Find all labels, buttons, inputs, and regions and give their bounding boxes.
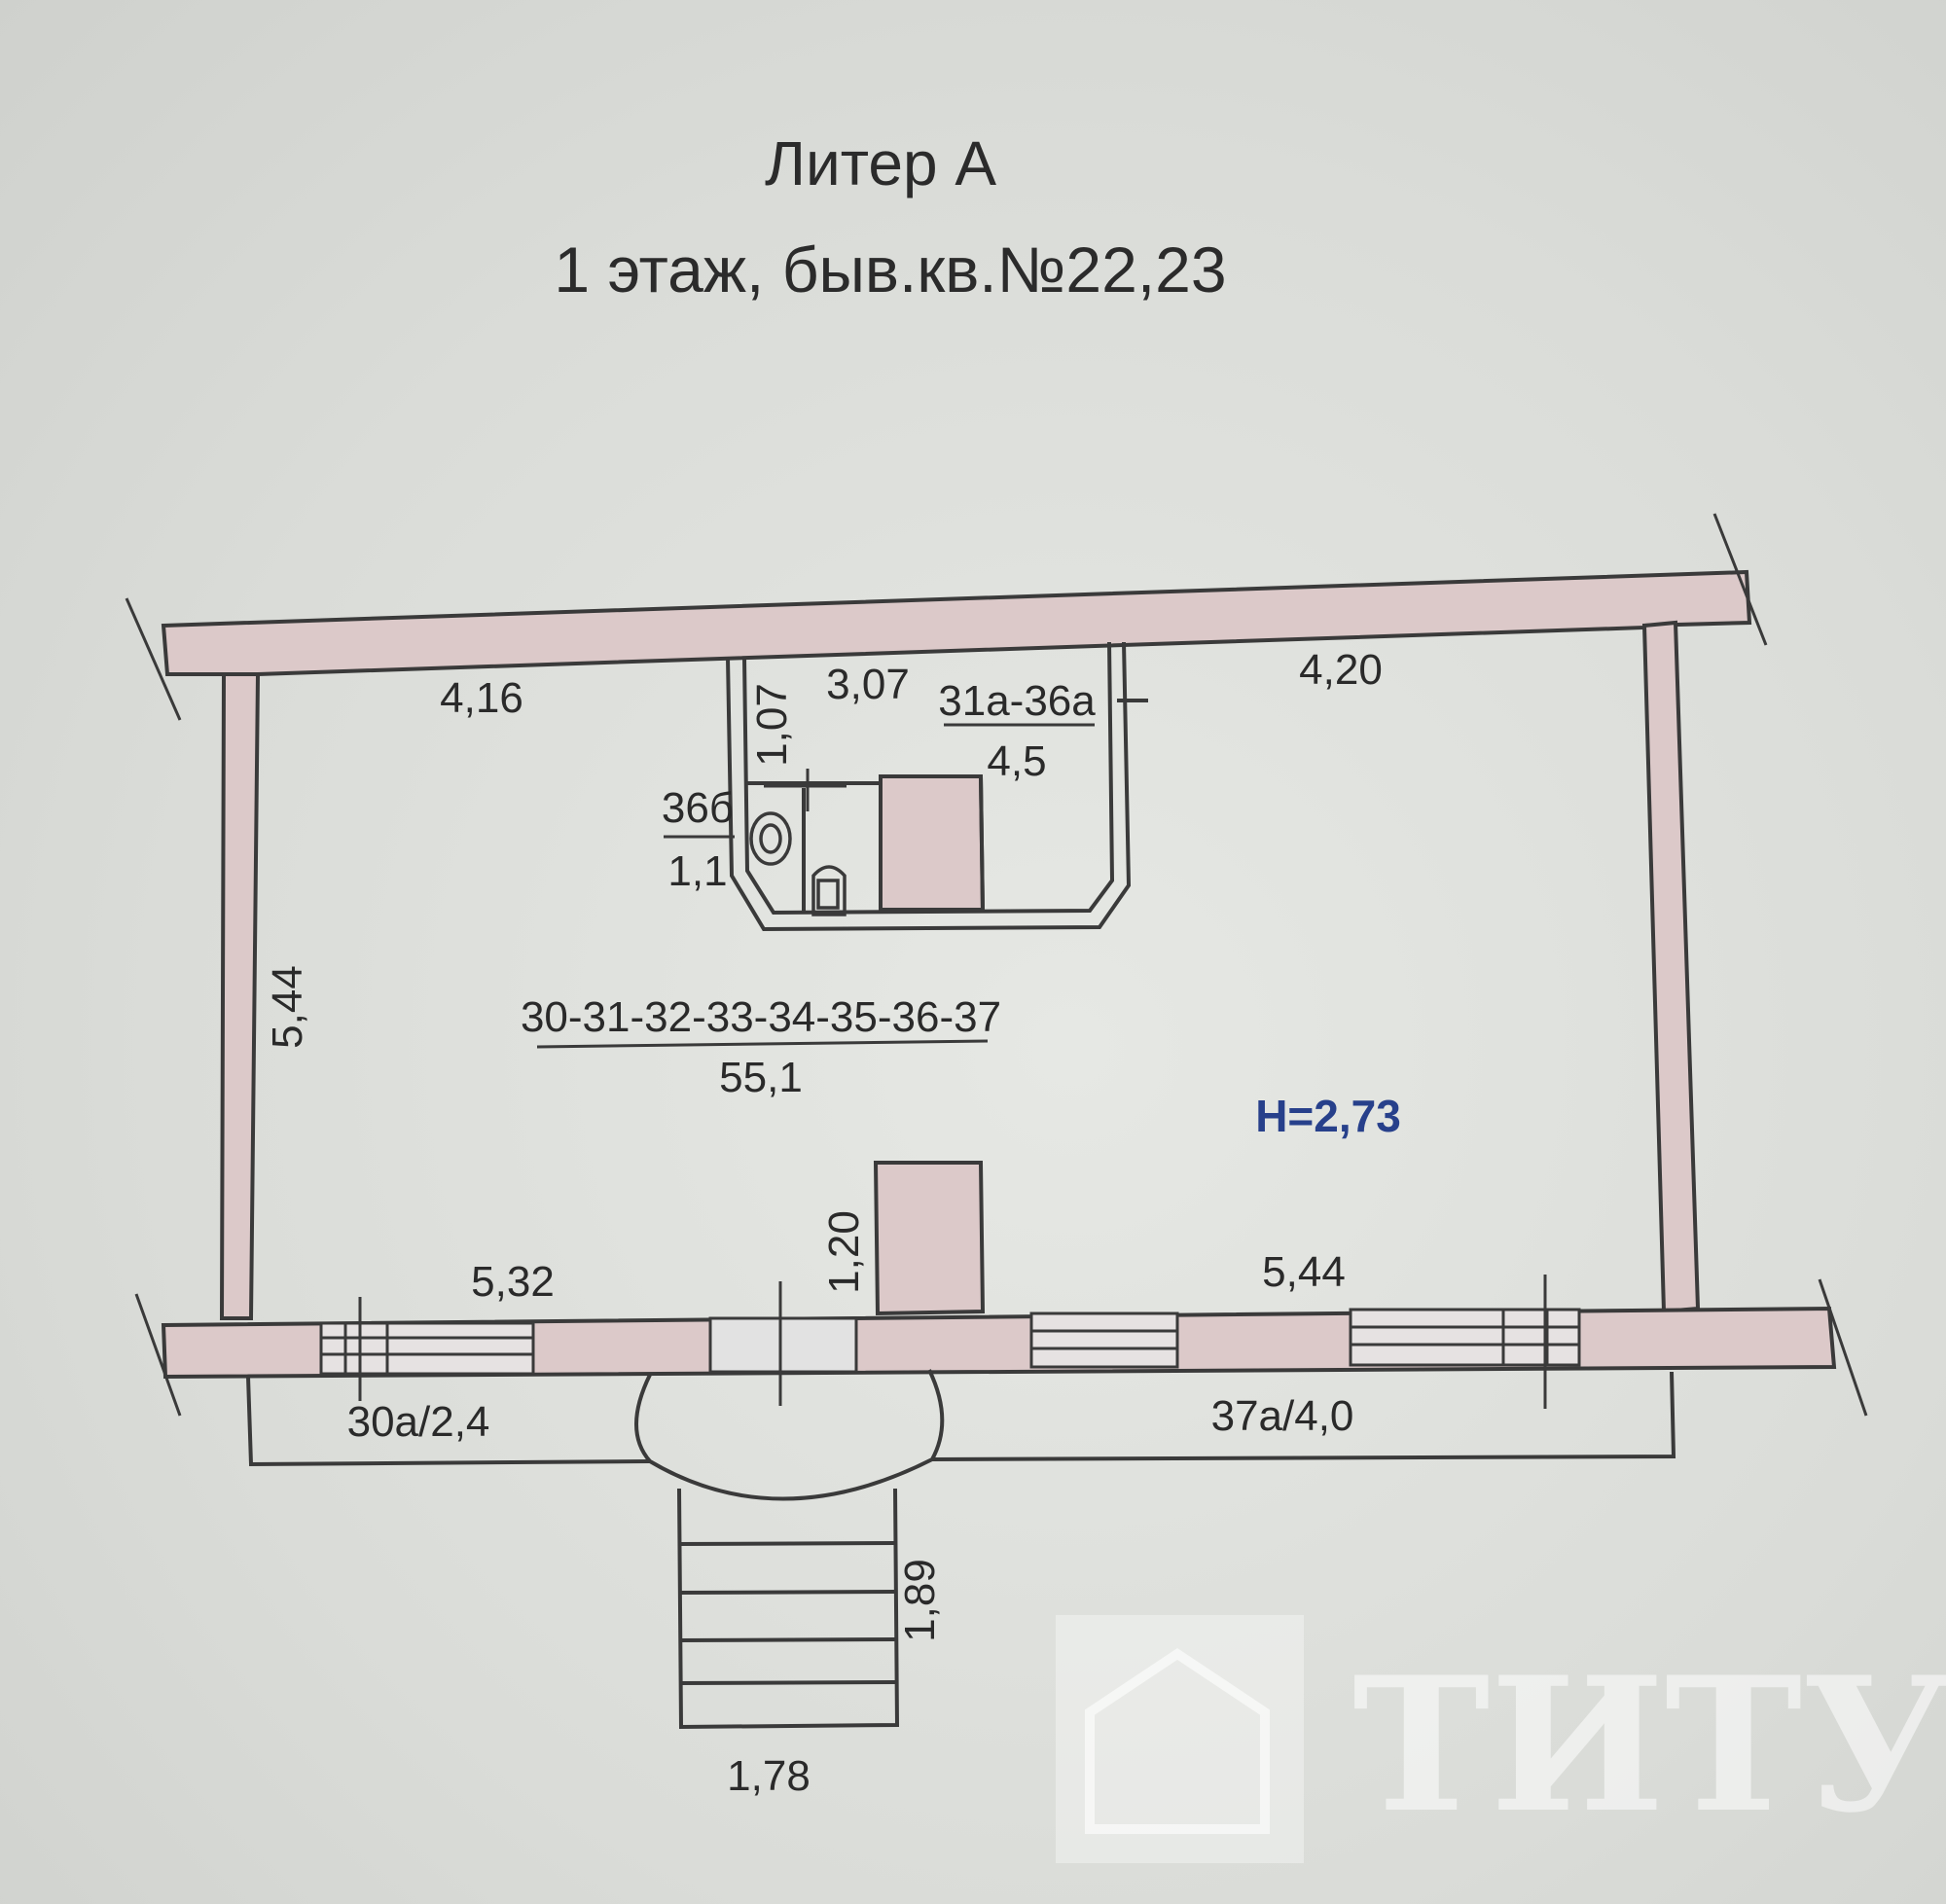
porch-left-outline <box>246 1376 651 1467</box>
bathroom-block <box>879 774 986 912</box>
plan-title: Литер А <box>765 128 996 198</box>
window-left <box>319 1321 535 1376</box>
windows <box>319 1308 1581 1376</box>
toilet-seat <box>816 879 840 910</box>
toilet-fixtures <box>749 811 847 916</box>
stairs-outline <box>677 1488 900 1730</box>
top-wall <box>161 569 1752 676</box>
dim-top-mid: 3,07 <box>826 661 910 708</box>
main-room-divider <box>536 1039 989 1049</box>
window-mid <box>1029 1311 1179 1369</box>
dim-small-vertical: 1,07 <box>748 683 796 767</box>
porch-left-label: 30а/2,4 <box>347 1398 490 1446</box>
bathroom-inner-wall <box>742 641 1115 916</box>
dimension-ticks <box>125 513 1868 1417</box>
room-36b-number: 36б <box>662 784 734 832</box>
dim-bottom-right: 5,44 <box>1262 1248 1346 1296</box>
dim-pillar: 1,20 <box>820 1210 868 1294</box>
bathroom-partitions <box>726 641 1148 932</box>
shower-partition <box>979 775 985 914</box>
dim-stairs-length: 1,89 <box>896 1559 944 1642</box>
right-wall <box>1641 620 1701 1314</box>
bathroom-outer-wall <box>726 641 1132 932</box>
watermark: ТИТУЛ <box>1056 1615 1946 1863</box>
room-31a-36a-number: 31а-36а <box>938 677 1096 725</box>
dim-top-left: 4,16 <box>440 674 523 722</box>
main-room-number: 30-31-32-33-34-35-36-37 <box>521 993 1001 1041</box>
dim-top-right: 4,20 <box>1299 646 1383 694</box>
toilet-icon <box>811 865 847 916</box>
porch-arc <box>634 1369 945 1501</box>
sink-basin <box>759 823 782 854</box>
window-right <box>1349 1308 1581 1367</box>
watermark-house-icon <box>1085 1647 1270 1834</box>
watermark-text: ТИТУЛ <box>1352 1636 1946 1853</box>
dim-stairs-width: 1,78 <box>727 1752 811 1800</box>
dim-bottom-left: 5,32 <box>471 1258 555 1306</box>
main-room-area: 55,1 <box>719 1054 803 1101</box>
porch <box>246 1369 1676 1501</box>
plan-subtitle: 1 этаж, быв.кв.№22,23 <box>554 234 1226 305</box>
pillar <box>873 1161 986 1316</box>
left-wall <box>219 672 261 1320</box>
porch-right-outline <box>931 1371 1676 1461</box>
porch-right-label: 37а/4,0 <box>1211 1392 1354 1440</box>
door-opening <box>708 1316 858 1374</box>
stairs <box>677 1488 900 1730</box>
sink-icon <box>749 811 792 866</box>
ceiling-height: H=2,73 <box>1255 1091 1401 1141</box>
walls <box>161 569 1837 1380</box>
room-36b-area: 1,1 <box>667 847 727 895</box>
room-31a-36a-area: 4,5 <box>987 737 1046 785</box>
dim-left-height: 5,44 <box>264 965 311 1049</box>
